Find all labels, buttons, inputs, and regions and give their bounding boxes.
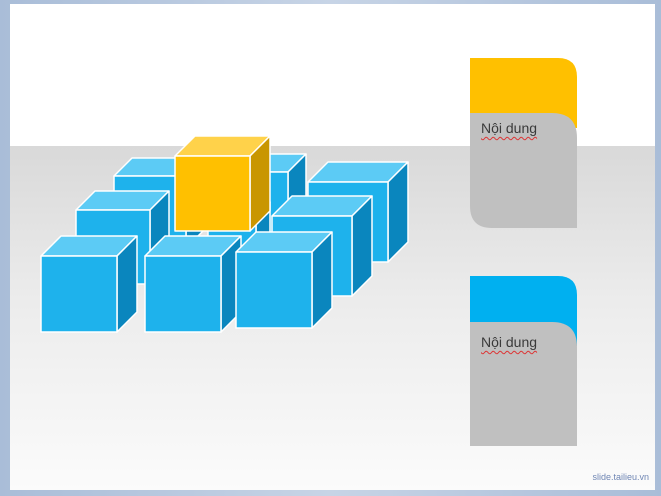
content-card-2[interactable]: Nội dung xyxy=(470,276,577,446)
card-body-1 xyxy=(470,113,577,228)
gold-cube-7 xyxy=(174,135,271,232)
card-label-1: Nội dung xyxy=(481,120,538,136)
blue-cube-9 xyxy=(144,235,242,333)
blue-cube-8 xyxy=(40,235,138,333)
cube-grid xyxy=(40,135,409,333)
card-label-2: Nội dung xyxy=(481,334,538,350)
watermark-text: slide.tailieu.vn xyxy=(592,472,649,482)
blue-cube-10 xyxy=(235,231,333,329)
card-header-gold xyxy=(470,58,577,128)
card-body-2 xyxy=(470,322,577,446)
slide-canvas: Nội dung Nội dung slide.tailieu.vn xyxy=(10,4,655,490)
content-card-1[interactable]: Nội dung xyxy=(470,58,577,228)
